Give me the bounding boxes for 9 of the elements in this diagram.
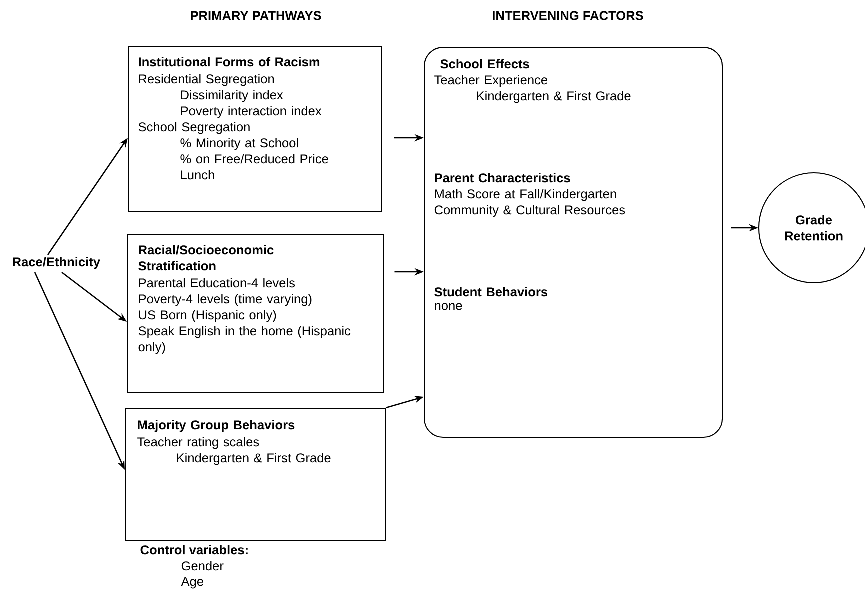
factor-box: School Effects Teacher Experience Kindergarten & First Grade Parent Characteristics Math Score at Fall/Kindergarten Community & Cultural Resources Student Behaviors none (424, 47, 724, 438)
factor-box: Institutional Forms of Racism Residential Segregation Dissimilarity index Poverty interaction index School Segregation % Minority at School % on Free/Reduced Price Lunch (128, 46, 382, 212)
factor-box: Racial/Socioeconomic Stratification Parental Education-4 levels Poverty-4 levels (time varying) US Born (Hispanic only) Speak English in the home (Hispanic only) (127, 234, 384, 394)
column-heading: INTERVENING FACTORS (493, 11, 644, 20)
column-heading: PRIMARY PATHWAYS (191, 11, 322, 20)
note-text: Age (181, 577, 204, 589)
category-label: Race/Ethnicity (13, 257, 100, 270)
note-text: Gender (182, 561, 224, 571)
factor-box: Majority Group Behaviors Teacher rating scales Kindergarten & First Grade (125, 408, 386, 542)
